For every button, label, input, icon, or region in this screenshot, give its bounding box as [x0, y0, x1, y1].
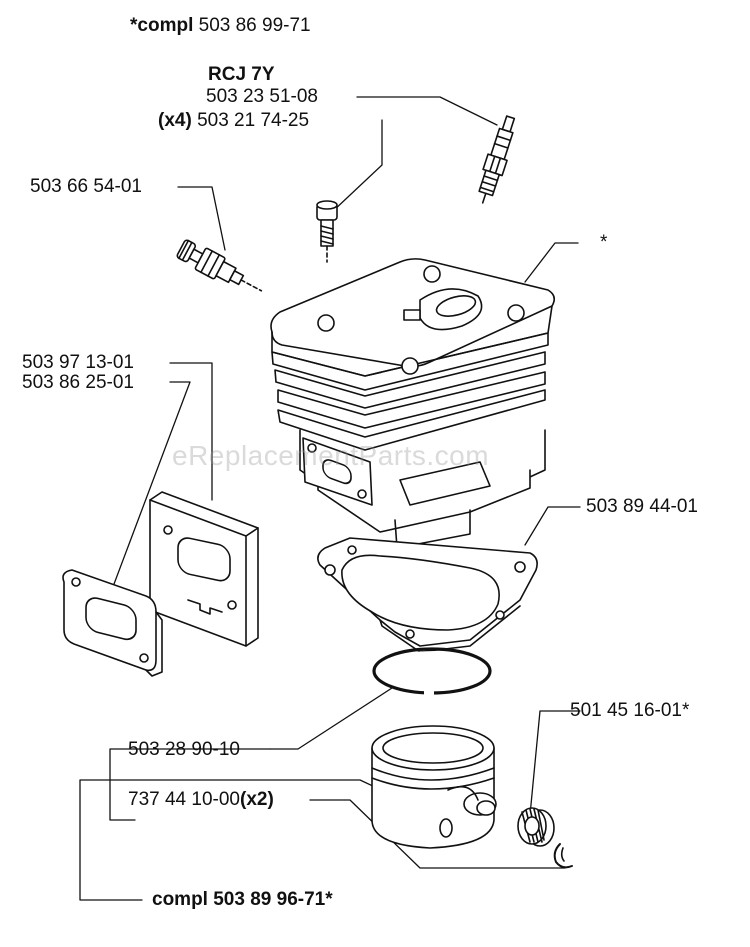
leader-lines: [79, 96, 581, 901]
pin-qty: (x2): [240, 789, 274, 810]
flange-plate-drawing: [149, 491, 259, 647]
compl-bottom-label: compl 503 89 96-71*: [152, 889, 333, 910]
bearing-label: 501 45 16-01*: [570, 700, 690, 721]
compl-top-prefix: *compl: [130, 15, 194, 36]
spark-plug-number-label: 503 23 51-08: [206, 86, 318, 107]
screw-qty: (x4): [158, 110, 192, 131]
exhaust-gasket-drawing: [62, 569, 163, 677]
watermark: eReplacementParts.com: [172, 440, 490, 471]
spark-plug-drawing: [478, 115, 516, 204]
cylinder-drawing: [270, 258, 556, 549]
circlip-drawing: [553, 843, 573, 869]
piston-drawing: [371, 725, 497, 849]
base-gasket-label: 503 89 44-01: [586, 496, 698, 517]
needle-bearing-drawing: [517, 807, 555, 847]
decompression-valve-drawing: [176, 239, 263, 292]
cylinder-marker-label: *: [600, 232, 608, 253]
plate-label: 503 97 13-01: [22, 352, 134, 373]
piston-ring-drawing: [372, 647, 492, 695]
decomp-valve-label: 503 66 54-01: [30, 176, 142, 197]
gasket-small-label: 503 86 25-01: [22, 372, 134, 393]
base-gasket-drawing: [317, 537, 538, 653]
ring-label: 503 28 90-10: [128, 739, 240, 760]
cylinder-screw-drawing: [316, 200, 338, 263]
compl-top-number: 503 86 99-71: [198, 15, 311, 36]
compl-top-label: *compl 503 86 99-71: [130, 15, 311, 37]
screw-number: 503 21 74-25: [197, 110, 310, 131]
spark-plug-type-label: RCJ 7Y: [208, 64, 275, 85]
screw-label: (x4) 503 21 74-25: [158, 110, 309, 132]
pin-number: 737 44 10-00: [128, 789, 240, 810]
pin-label: 737 44 10-00(x2): [128, 789, 274, 811]
